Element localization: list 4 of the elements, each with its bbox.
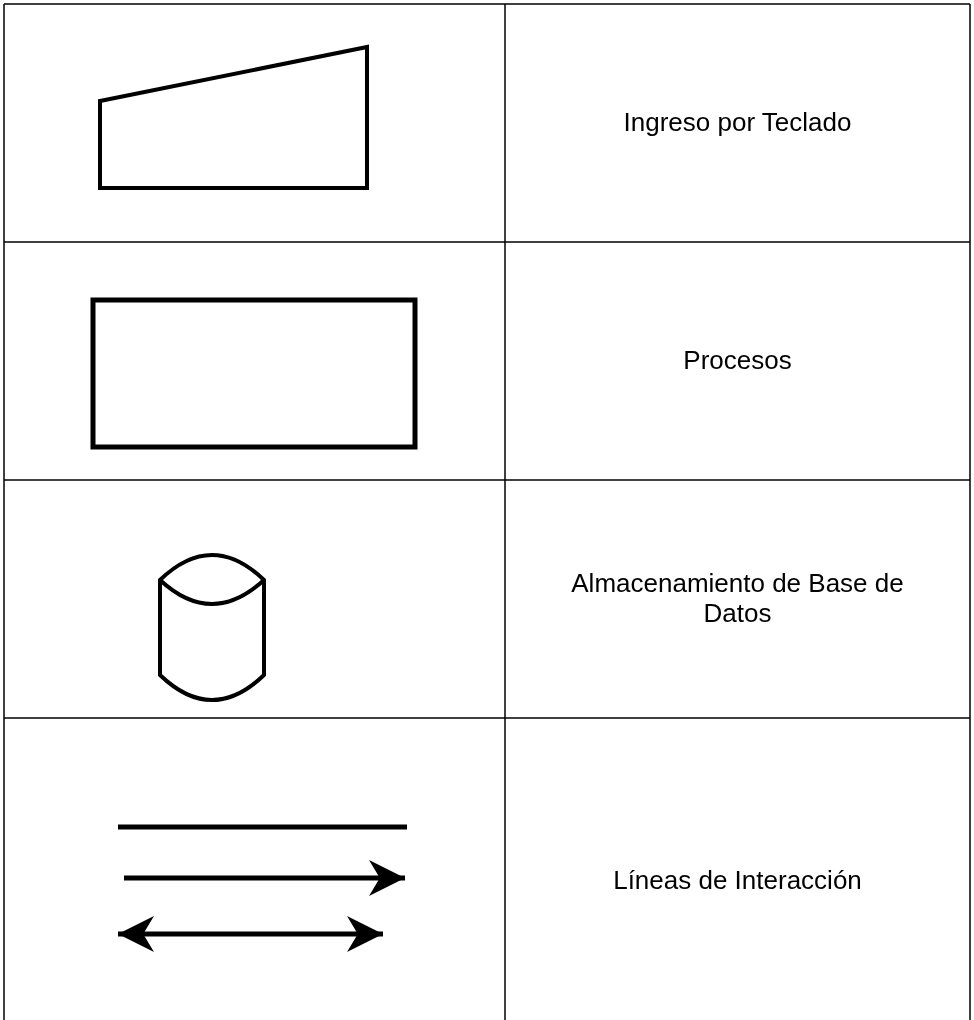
legend-label: Procesos — [682, 346, 793, 376]
legend-label: Líneas de Interacción — [612, 866, 863, 896]
legend-label: Ingreso por Teclado — [622, 108, 853, 138]
legend-label: Almacenamiento de Base de Datos — [570, 569, 905, 629]
